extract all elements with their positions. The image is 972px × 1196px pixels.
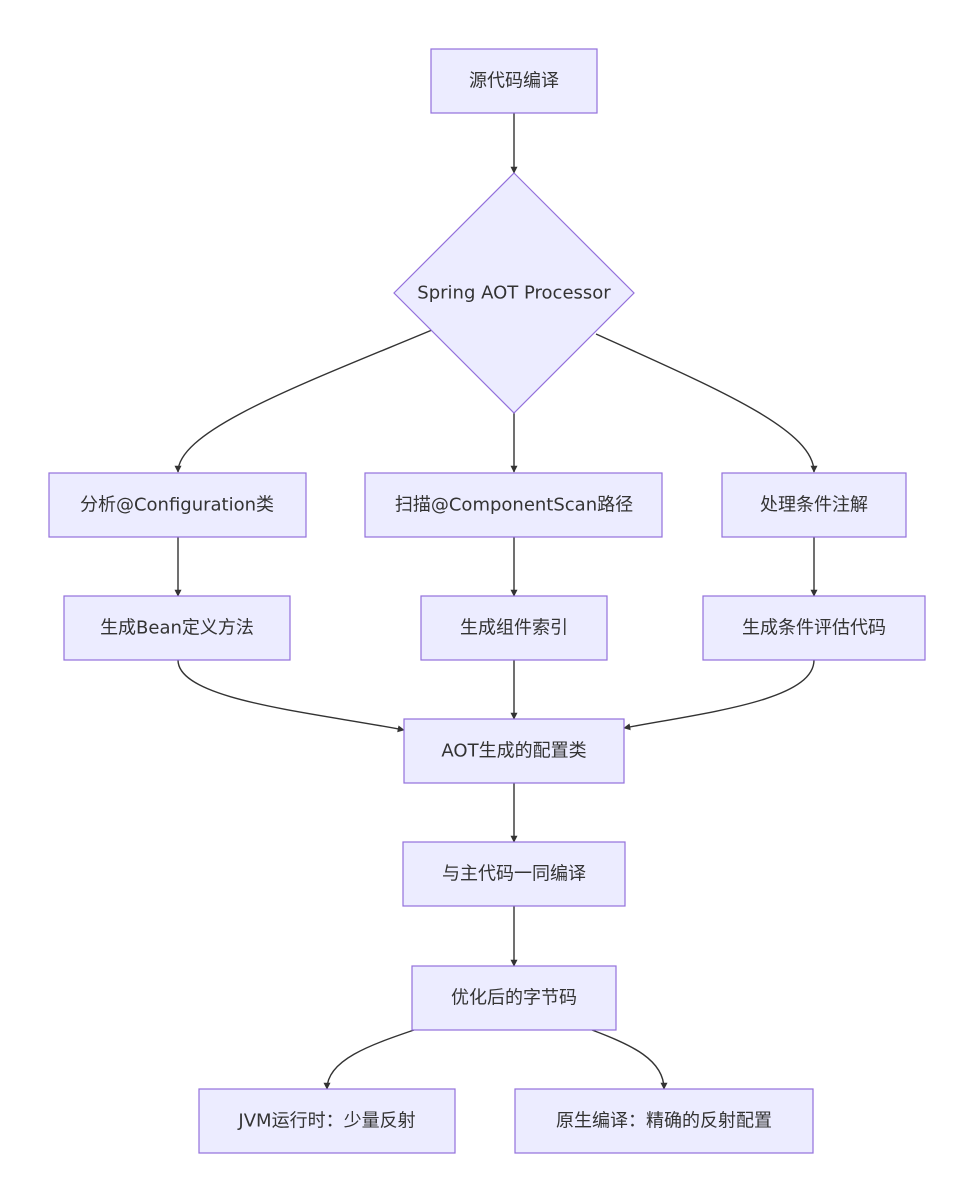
node-handle-conditions: 处理条件注解	[721, 472, 907, 538]
node-analyze-config-label: 分析@Configuration类	[80, 495, 274, 516]
node-optimized-bytecode: 优化后的字节码	[411, 965, 617, 1031]
node-aot-config-class-label: AOT生成的配置类	[441, 741, 586, 762]
node-gen-bean-methods: 生成Bean定义方法	[63, 595, 291, 661]
node-handle-conditions-label: 处理条件注解	[760, 495, 868, 516]
edge-processor-to-analyze-config	[174, 329, 433, 473]
edge-gen-code-to-aot-config	[623, 659, 815, 731]
node-gen-component-index-label: 生成组件索引	[460, 618, 568, 639]
node-source-compile-label: 源代码编译	[469, 71, 559, 92]
node-native-compile: 原生编译：精确的反射配置	[514, 1088, 814, 1154]
node-jvm-runtime: JVM运行时：少量反射	[198, 1088, 456, 1154]
node-native-compile-label: 原生编译：精确的反射配置	[556, 1111, 772, 1132]
edge-bytecode-to-native	[591, 1029, 668, 1090]
node-aot-config-class: AOT生成的配置类	[403, 718, 625, 784]
node-jvm-runtime-label: JVM运行时：少量反射	[237, 1111, 415, 1132]
node-aot-processor-label: Spring AOT Processor	[417, 283, 611, 304]
node-gen-bean-methods-label: 生成Bean定义方法	[100, 618, 254, 639]
node-gen-condition-code-label: 生成条件评估代码	[742, 618, 886, 639]
edge-gen-bean-to-aot-config	[177, 659, 405, 733]
node-scan-component-label: 扫描@ComponentScan路径	[395, 495, 633, 516]
edge-bytecode-to-jvm	[323, 1029, 415, 1090]
node-compile-with-main: 与主代码一同编译	[402, 841, 626, 907]
node-aot-processor: Spring AOT Processor	[393, 172, 635, 414]
node-compile-with-main-label: 与主代码一同编译	[442, 864, 586, 885]
node-source-compile: 源代码编译	[430, 48, 598, 114]
node-gen-condition-code: 生成条件评估代码	[702, 595, 926, 661]
edges	[174, 113, 818, 1090]
node-gen-component-index: 生成组件索引	[420, 595, 608, 661]
node-analyze-config: 分析@Configuration类	[48, 472, 307, 538]
node-scan-component: 扫描@ComponentScan路径	[364, 472, 663, 538]
edge-processor-to-handle-conditions	[595, 333, 818, 473]
node-optimized-bytecode-label: 优化后的字节码	[451, 988, 577, 1009]
